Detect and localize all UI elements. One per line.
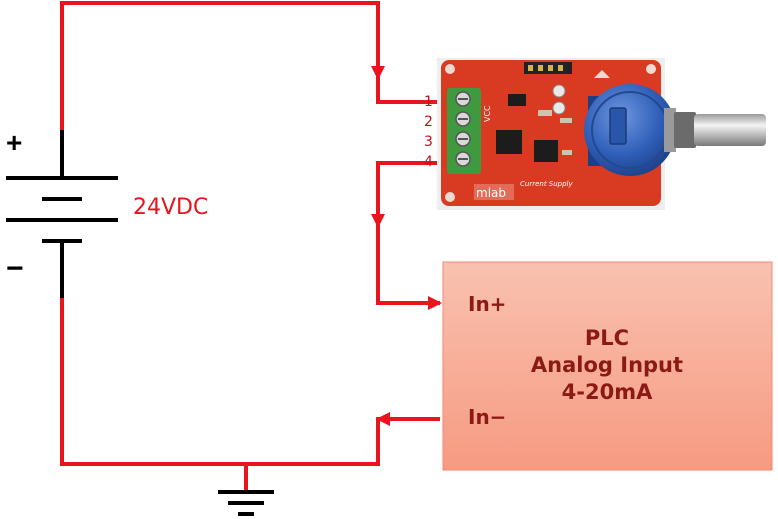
- plc-block: In+ In− PLC Analog Input 4-20mA: [442, 261, 773, 471]
- arrow-left-icon: [376, 412, 390, 426]
- plc-in-minus-label: In−: [468, 405, 506, 429]
- pin-label-4: 4: [424, 154, 433, 170]
- plc-title: PLC: [585, 326, 629, 350]
- pin-labels: 1 2 3 4: [424, 94, 433, 170]
- mounting-hole: [445, 192, 455, 202]
- battery-icon: [6, 130, 118, 298]
- battery-plus-label: +: [6, 127, 22, 158]
- terminal-block: [447, 88, 481, 174]
- wire-plc-in-minus-to-ground: [60, 298, 440, 466]
- wires: [60, 1, 440, 492]
- potentiometer-icon: [584, 84, 766, 176]
- terminal-vcc-label: VCC: [483, 105, 492, 122]
- current-supply-module: VCC mlab Current Supply: [437, 58, 766, 210]
- wire-battery-plus-to-pin1: [60, 1, 440, 130]
- mounting-hole: [445, 64, 455, 74]
- ic-chip: [496, 130, 522, 154]
- pin-label-2: 2: [424, 114, 433, 130]
- plc-in-plus-label: In+: [468, 292, 506, 316]
- terminal-screws: [455, 91, 471, 167]
- module-product: Current Supply: [520, 180, 574, 188]
- arrow-down-icon: [371, 214, 385, 228]
- module-brand: mlab: [476, 186, 506, 200]
- ground-icon: [218, 490, 274, 516]
- arrow-right-icon: [428, 296, 442, 310]
- plc-box: [442, 261, 773, 471]
- pin-label-1: 1: [424, 94, 433, 110]
- ic-chip: [508, 94, 526, 106]
- arrow-down-icon: [371, 66, 385, 80]
- battery-voltage-label: 24VDC: [133, 195, 208, 220]
- wire-pin4-to-plc-in-plus: [376, 161, 440, 305]
- plc-subtitle: Analog Input: [531, 353, 683, 377]
- mounting-hole: [646, 64, 656, 74]
- battery-minus-label: −: [6, 252, 24, 285]
- pin-label-3: 3: [424, 134, 433, 150]
- plc-range: 4-20mA: [562, 380, 653, 404]
- brand-badge: [474, 184, 514, 200]
- ic-chip: [534, 140, 558, 162]
